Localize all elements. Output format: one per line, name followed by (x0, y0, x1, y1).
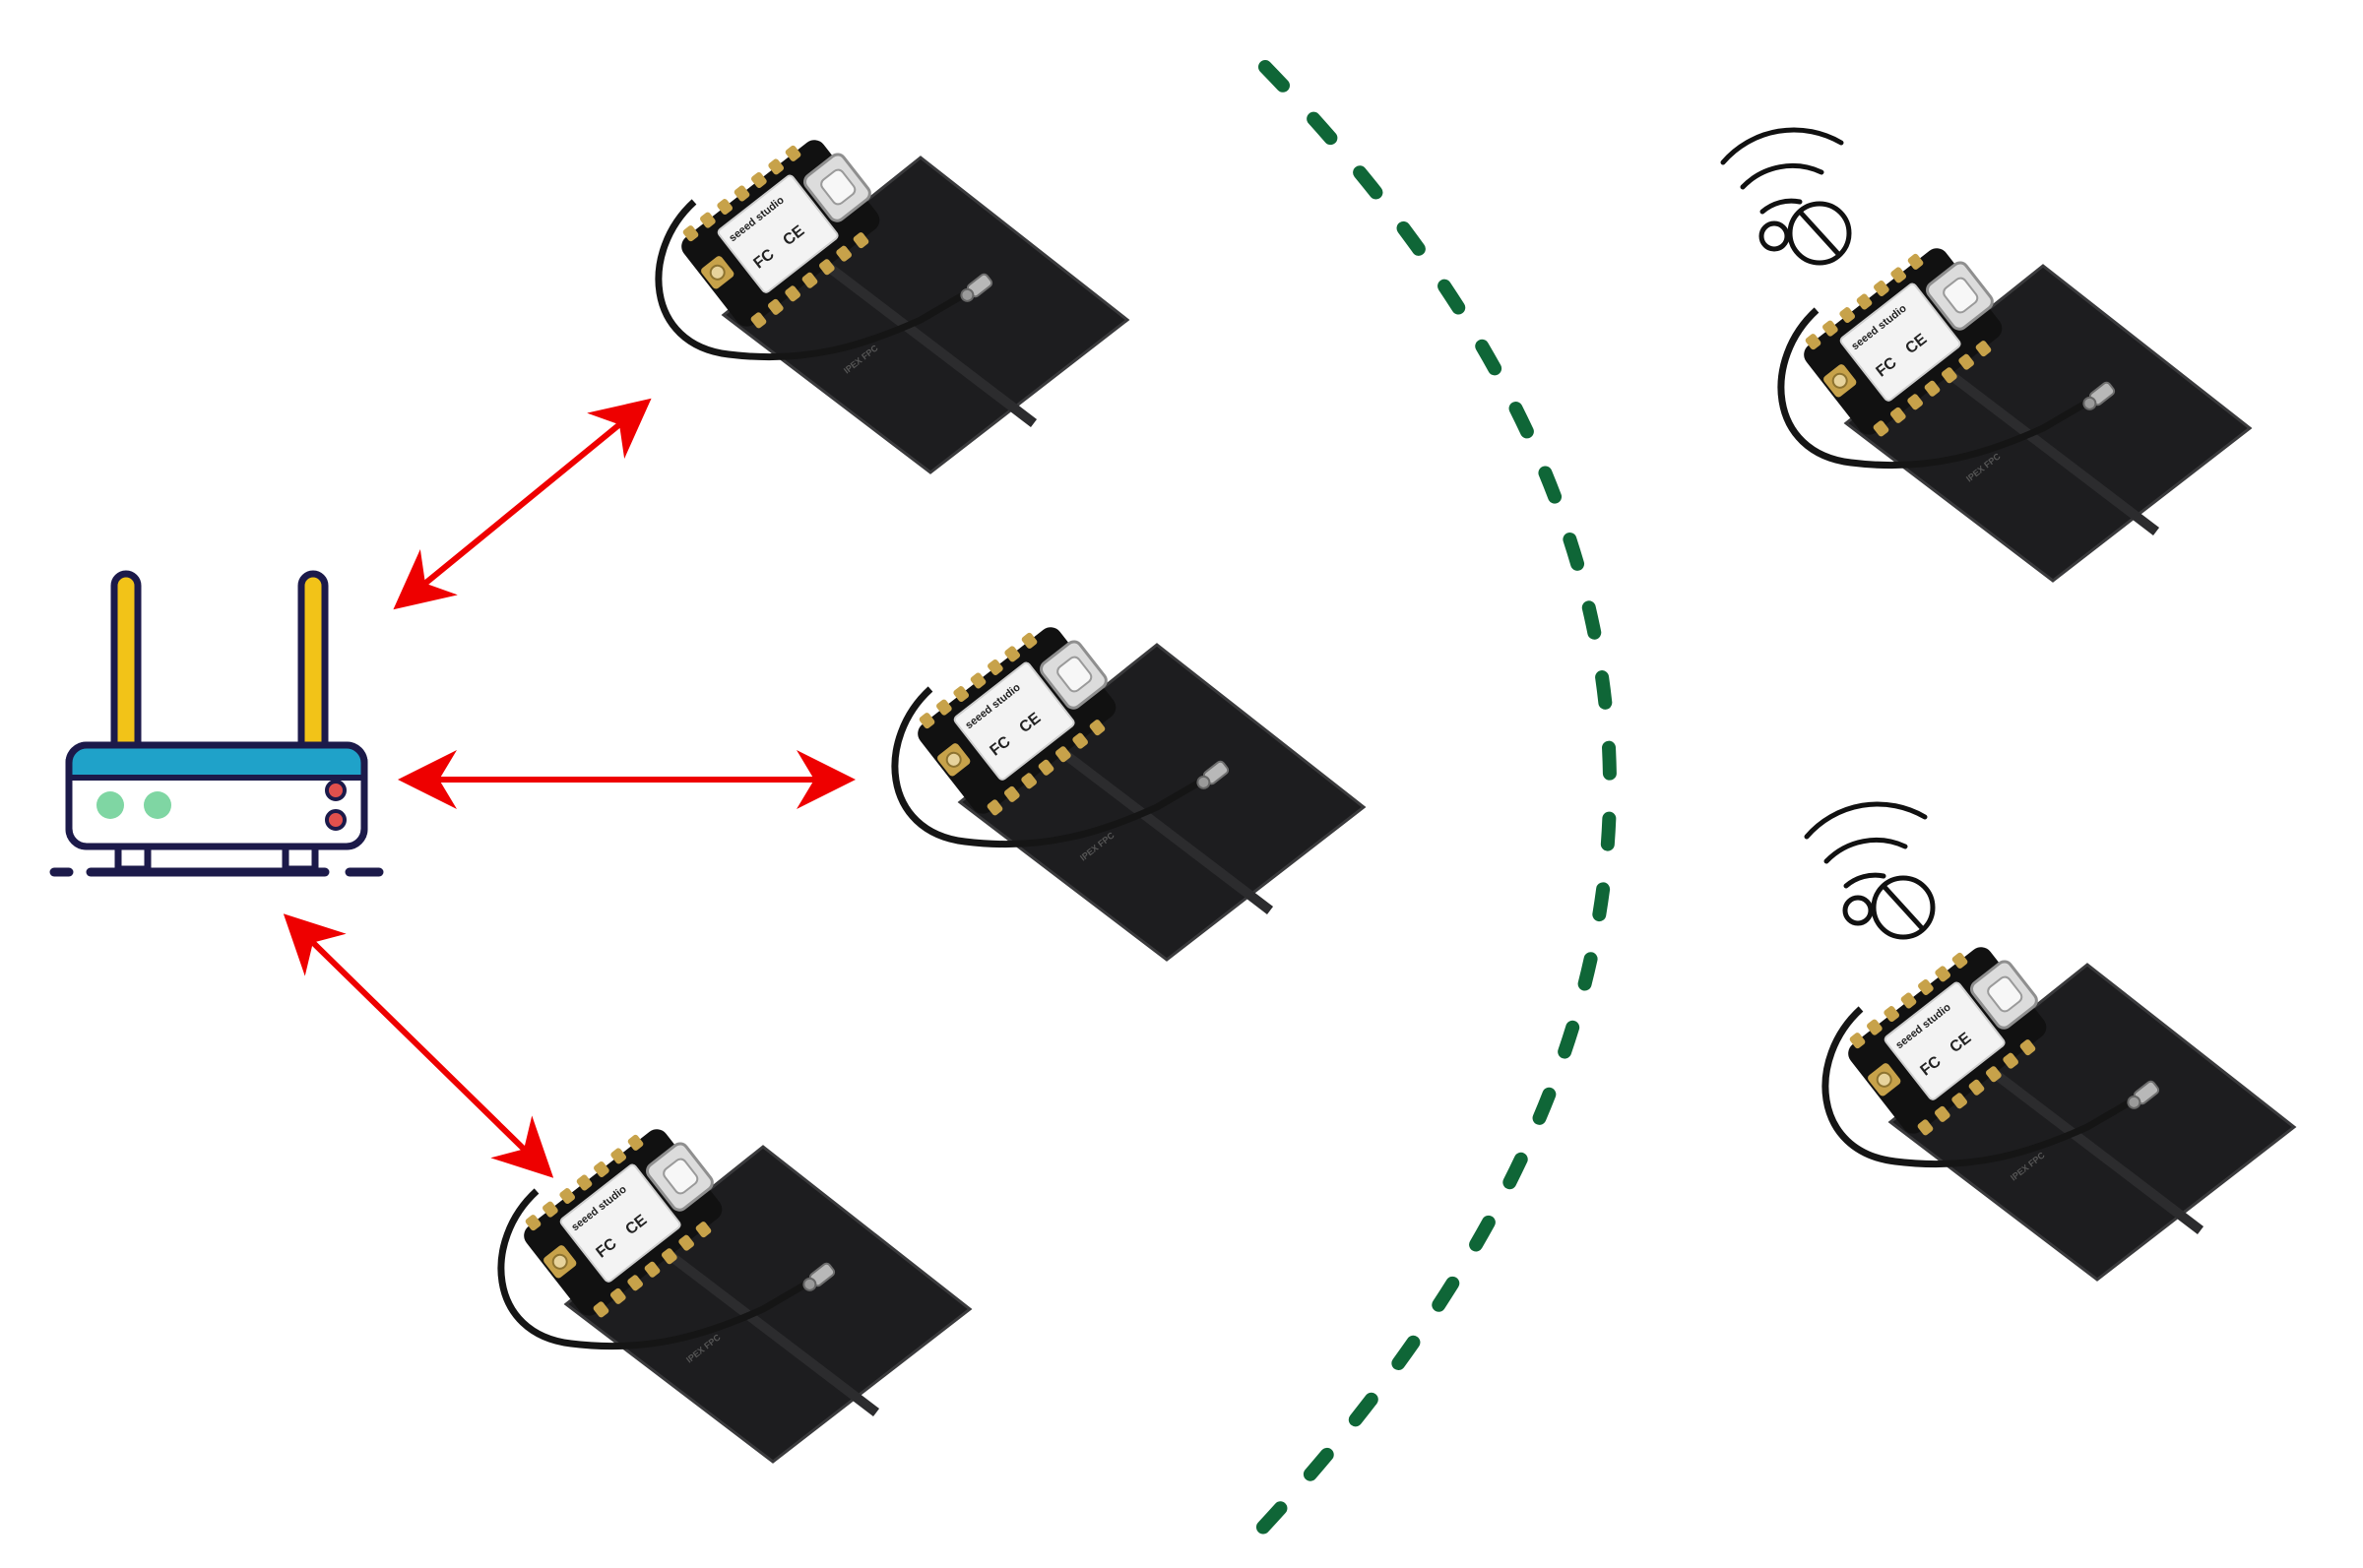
connected-board-2 (895, 612, 1364, 960)
range-boundary-arc (1248, 60, 1617, 1542)
connected-board-1 (659, 125, 1127, 472)
wifi-off-icon (1807, 804, 1933, 937)
link-arrows (283, 398, 856, 1178)
wifi-off-icon (1723, 130, 1849, 263)
link-arrow-bottom (283, 913, 554, 1178)
out-of-range-board-1 (1781, 233, 2250, 581)
connected-board-3 (501, 1114, 970, 1462)
out-of-range-board-2 (1825, 932, 2294, 1280)
wifi-router-icon (49, 570, 384, 877)
link-arrow-top (393, 398, 652, 610)
